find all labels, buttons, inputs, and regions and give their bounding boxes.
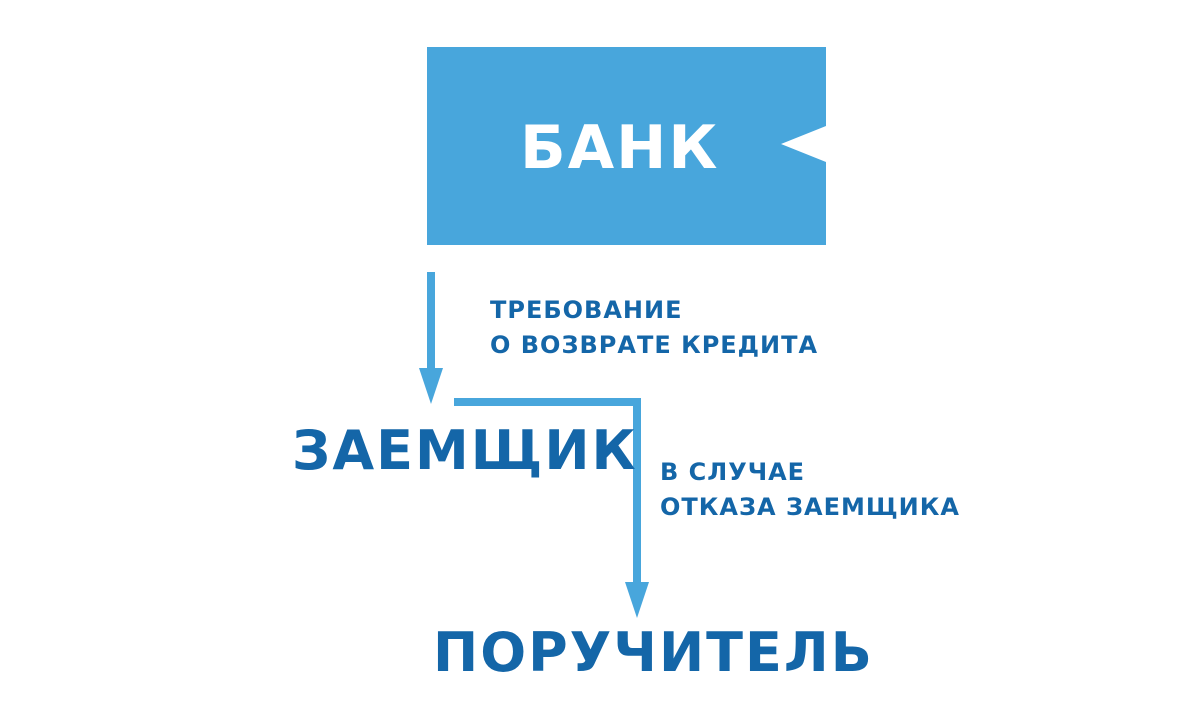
edge-label-line: ТРЕБОВАНИЕ: [490, 296, 683, 324]
bank-node-label: БАНК: [520, 113, 720, 183]
edge-label-line: В СЛУЧАЕ: [660, 458, 806, 486]
arrowhead-icon: [419, 368, 443, 404]
arrowhead-icon: [625, 582, 649, 618]
bank-node-box: [427, 47, 826, 245]
bank-flag-notch: [781, 126, 826, 162]
bank-flag-notch-edge: [826, 126, 830, 162]
arrow-borrower-to-guarantor: [454, 398, 649, 618]
edge-label-borrower-refusal: В СЛУЧАЕ ОТКАЗА ЗАЕМЩИКА: [660, 455, 960, 525]
edge-label-line: О ВОЗВРАТЕ КРЕДИТА: [490, 331, 819, 359]
arrow-bank-to-borrower: [419, 272, 443, 404]
borrower-node-label: ЗАЕМЩИК: [292, 419, 638, 482]
edge-label-line: ОТКАЗА ЗАЕМЩИКА: [660, 493, 960, 521]
guarantor-node-label: ПОРУЧИТЕЛЬ: [433, 621, 874, 684]
edge-label-repayment-demand: ТРЕБОВАНИЕ О ВОЗВРАТЕ КРЕДИТА: [490, 293, 818, 363]
